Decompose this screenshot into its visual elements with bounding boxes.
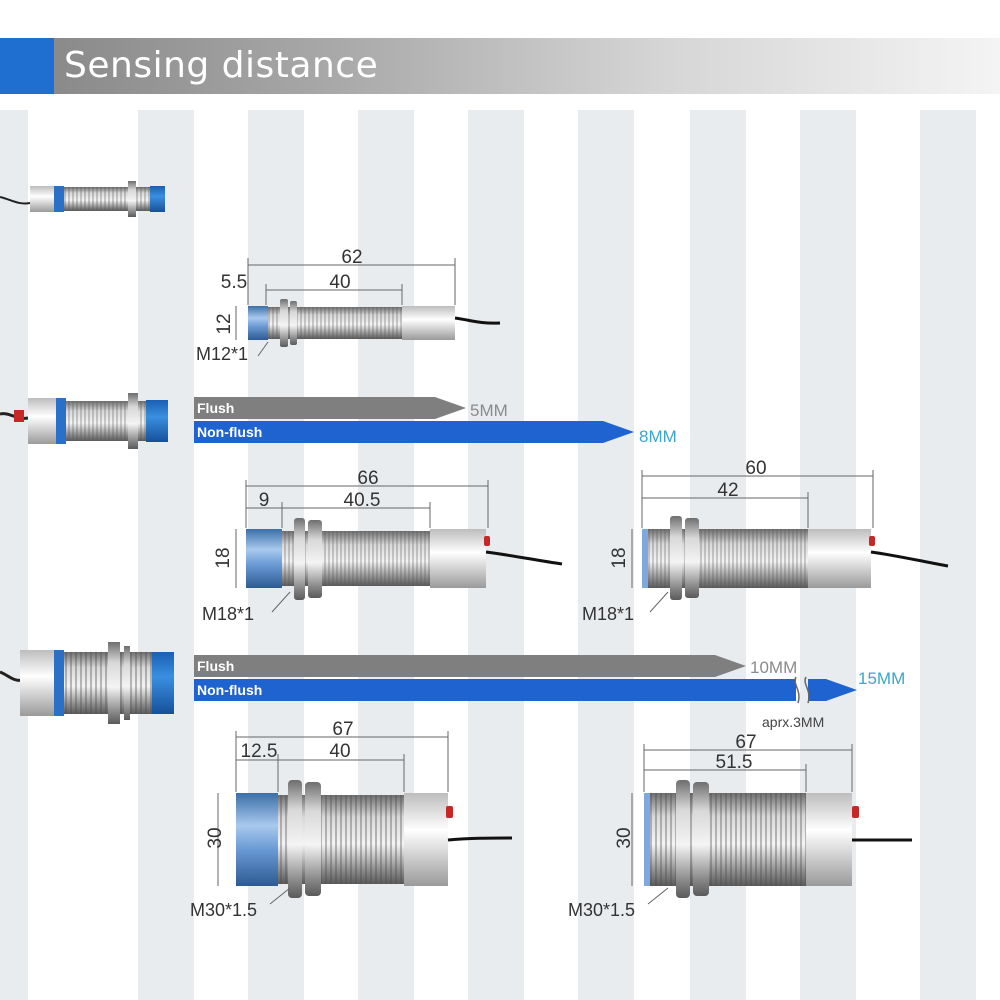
m30-nonflush-distance: 15MM — [858, 669, 905, 688]
m30a-overall-length: 67 — [332, 719, 353, 740]
m18-distance-arrows: Flush 5MM Non-flush 8MM — [194, 397, 677, 446]
m18-flush-dimension-drawing: 60 42 18 M18*1 — [582, 458, 949, 624]
m30a-diameter: 30 — [205, 827, 226, 848]
m30-nonflush-arrow — [194, 679, 796, 701]
m30-nonflush-label: Non-flush — [197, 682, 262, 698]
m30-flush-arrow — [194, 655, 746, 677]
m12-dimension-drawing: 62 40 5.5 12 M12*1 — [196, 247, 501, 364]
m12-thread-spec: M12*1 — [196, 344, 248, 364]
m18a-thread-spec: M18*1 — [202, 604, 254, 624]
section-header: Sensing distance — [0, 38, 1000, 94]
m30a-face-length: 12.5 — [241, 741, 278, 762]
header-accent-block — [0, 38, 54, 94]
m18-nonflush-dimension-drawing: 66 9 40.5 18 M18*1 — [202, 468, 563, 624]
m12-diameter: 12 — [214, 313, 235, 334]
m30-approx-note: aprx.3MM — [762, 714, 824, 730]
background-stripe — [138, 110, 194, 1000]
background-stripe — [578, 110, 634, 1000]
m18b-thread-spec: M18*1 — [582, 604, 634, 624]
m18-nonflush-distance: 8MM — [639, 427, 677, 446]
product-photo-m30 — [0, 642, 174, 724]
product-photo-m18 — [0, 393, 168, 449]
header-gradient-bar — [54, 38, 1000, 94]
m30-flush-label: Flush — [197, 658, 234, 674]
m30a-thread-length: 40 — [329, 741, 350, 762]
m18a-diameter: 18 — [213, 547, 234, 568]
background-stripe — [920, 110, 976, 1000]
product-photo-m12 — [0, 181, 165, 217]
m18-flush-label: Flush — [197, 400, 234, 416]
m18b-overall-length: 60 — [745, 458, 766, 479]
m18a-thread-length: 40.5 — [344, 490, 381, 511]
m18-nonflush-arrow — [194, 421, 634, 443]
m30-distance-arrows: Flush 10MM Non-flush 15MM aprx.3MM — [194, 655, 905, 730]
m30-nonflush-dimension-drawing: 67 12.5 40 30 M30*1.5 — [190, 719, 513, 920]
m30-flush-distance: 10MM — [750, 658, 797, 677]
m18b-diameter: 18 — [609, 547, 630, 568]
m18-flush-distance: 5MM — [470, 401, 508, 420]
m12-face-length: 5.5 — [221, 272, 247, 293]
m12-thread-length: 40 — [329, 272, 350, 293]
m18a-overall-length: 66 — [357, 468, 378, 489]
m30b-thread-length: 51.5 — [716, 752, 753, 773]
m30a-thread-spec: M30*1.5 — [190, 900, 257, 920]
m30b-diameter: 30 — [614, 827, 635, 848]
background-stripe — [0, 110, 28, 1000]
m30b-thread-spec: M30*1.5 — [568, 900, 635, 920]
m12-overall-length: 62 — [341, 247, 362, 268]
m30-flush-dimension-drawing: 67 51.5 30 M30*1.5 — [568, 732, 912, 920]
m18-nonflush-label: Non-flush — [197, 424, 262, 440]
m30b-overall-length: 67 — [735, 732, 756, 753]
section-title: Sensing distance — [64, 45, 379, 86]
m18-flush-arrow — [194, 397, 466, 419]
m18a-face-length: 9 — [259, 490, 270, 511]
m18b-thread-length: 42 — [717, 480, 738, 501]
